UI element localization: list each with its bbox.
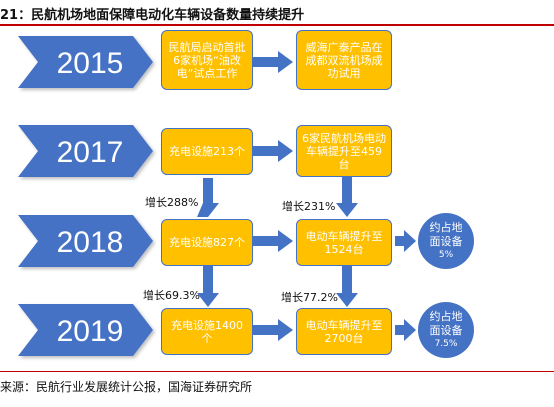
arrow-down-vehicles-2018 [336, 175, 358, 217]
figure-title: 21：民航机场地面保障电动化车辆设备数量持续提升 [0, 8, 305, 23]
horizontal-arrows [253, 51, 416, 341]
box-2019-vehicles: 电动车辆提升至2700台 [296, 308, 392, 355]
arrow-right-circle-2019 [395, 319, 416, 341]
box-2017-chargers: 充电设施213个 [161, 128, 253, 175]
arrow-down-chargers-2018 [197, 178, 219, 217]
arrow-right-2017 [253, 140, 293, 162]
growth-label-vehicles-2018: 增长231% [282, 199, 335, 213]
year-label-2017: 2017 [57, 136, 124, 169]
arrow-right-2018 [253, 230, 293, 252]
year-chevron-2017: 2017 [18, 125, 153, 177]
arrow-down-chargers-2019 [197, 266, 219, 307]
source-note: 来源：民航行业发展统计公报，国海证券研究所 [0, 380, 253, 394]
share-label-2019: 约占地面设备 [429, 310, 463, 337]
year-label-2018: 2018 [57, 226, 124, 259]
vertical-arrows [197, 175, 358, 307]
title-divider [0, 24, 554, 26]
growth-label-chargers-2018: 增长288% [145, 195, 198, 209]
arrow-right-2015 [253, 51, 293, 73]
year-chevron-2015: 2015 [18, 36, 153, 88]
arrow-right-2019 [253, 319, 293, 341]
box-2018-chargers: 充电设施827个 [161, 219, 253, 266]
year-chevron-2019: 2019 [18, 304, 153, 356]
share-pct-2019: 7.5% [434, 339, 458, 349]
growth-label-vehicles-2019: 增长77.2% [281, 290, 338, 304]
box-2017-vehicles: 6家民航机场电动车辆提升至459台 [296, 125, 392, 177]
share-circle-2018: 约占地面设备 5% [418, 213, 474, 269]
arrow-right-circle-2018 [395, 230, 416, 252]
year-chevron-2018: 2018 [18, 215, 153, 267]
box-2015-product-trial: 威海广泰产品在成都双流机场成功试用 [296, 30, 392, 90]
box-2019-chargers: 充电设施1400个 [161, 308, 253, 355]
box-2015-policy: 民航局启动首批6家机场“油改电”试点工作 [161, 30, 253, 90]
year-label-2019: 2019 [57, 315, 124, 348]
box-2018-vehicles: 电动车辆提升至1524台 [296, 219, 392, 266]
share-pct-2018: 5% [438, 250, 454, 260]
arrow-down-vehicles-2019 [336, 266, 358, 307]
share-circle-2019: 约占地面设备 7.5% [418, 302, 474, 358]
year-label-2015: 2015 [57, 47, 124, 80]
growth-label-chargers-2019: 增长69.3% [143, 288, 200, 302]
share-label-2018: 约占地面设备 [429, 221, 463, 248]
source-divider [0, 371, 554, 372]
